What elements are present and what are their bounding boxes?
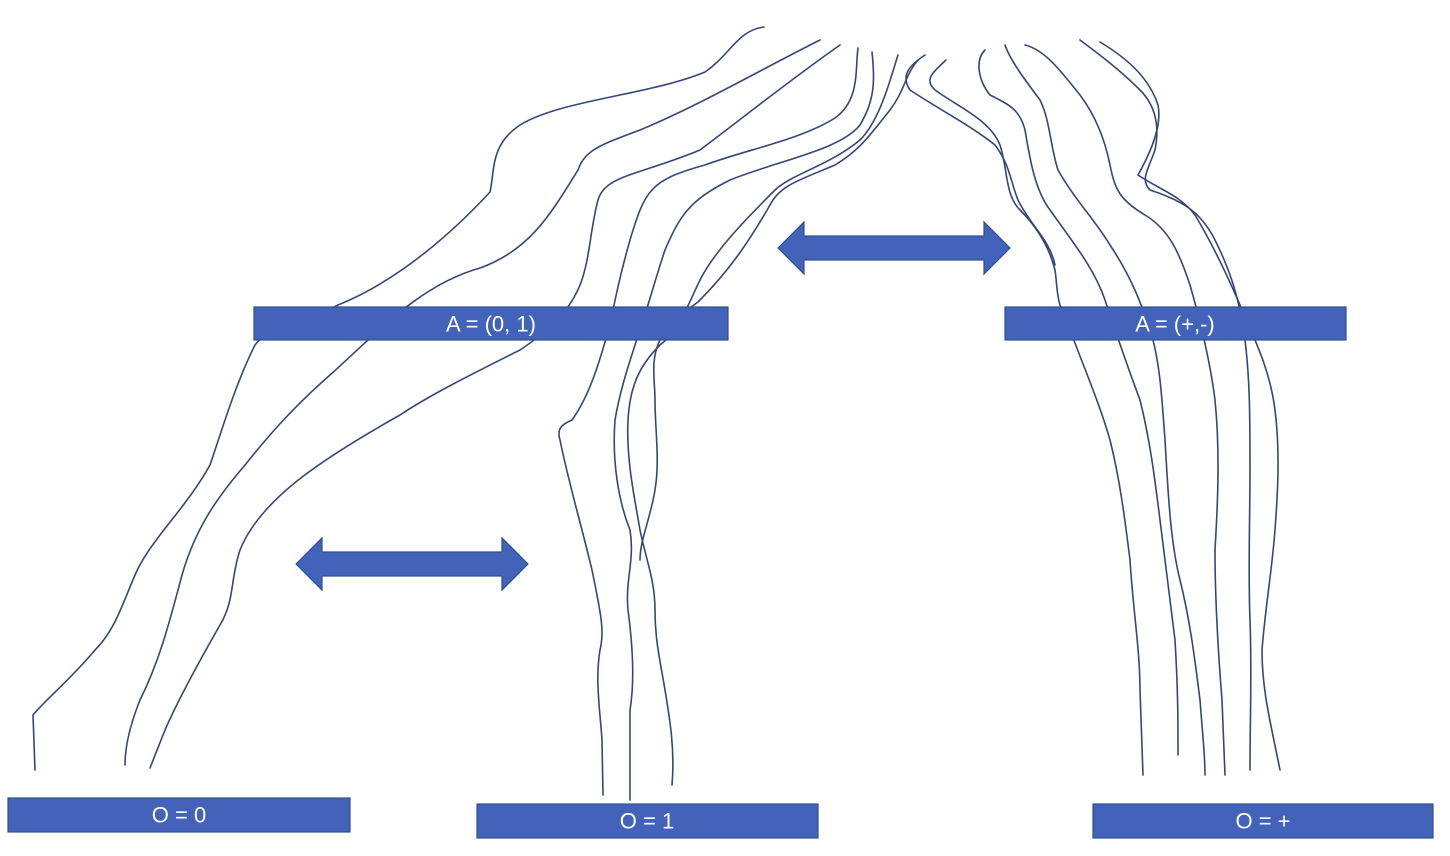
box-o-zero-rect bbox=[7, 797, 351, 833]
box-a-binary-rect bbox=[253, 306, 729, 341]
box-o-one: O = 1 bbox=[476, 803, 819, 839]
strand-r4 bbox=[1004, 44, 1206, 776]
box-o-plus: O = + bbox=[1092, 803, 1434, 839]
box-a-binary-label: A = (0, 1) bbox=[446, 312, 536, 337]
left-strand-bundle bbox=[32, 26, 919, 801]
box-a-sign-rect bbox=[1004, 306, 1347, 341]
box-a-sign-label: A = (+,-) bbox=[1135, 312, 1214, 337]
strand-l7 bbox=[639, 59, 919, 561]
strand-r6 bbox=[1079, 39, 1252, 771]
double-arrow-top bbox=[777, 220, 1011, 276]
strand-l6 bbox=[626, 54, 899, 786]
strand-l2 bbox=[124, 39, 821, 766]
box-o-one-rect bbox=[476, 803, 819, 839]
box-o-zero-label: O = 0 bbox=[152, 803, 206, 828]
box-a-binary: A = (0, 1) bbox=[253, 306, 729, 341]
strand-r1 bbox=[929, 59, 1144, 776]
strand-l5 bbox=[613, 51, 875, 801]
strand-l4 bbox=[558, 47, 859, 796]
right-strand-bundle bbox=[905, 39, 1281, 776]
double-arrow-bottom bbox=[295, 536, 529, 592]
box-o-zero: O = 0 bbox=[7, 797, 351, 833]
strand-r7 bbox=[1099, 41, 1281, 771]
box-o-plus-rect bbox=[1092, 803, 1434, 839]
strand-r5 bbox=[1024, 44, 1226, 776]
strand-r2 bbox=[905, 54, 1056, 266]
box-o-one-label: O = 1 bbox=[620, 809, 674, 834]
strand-l3 bbox=[149, 44, 841, 769]
box-o-plus-label: O = + bbox=[1235, 809, 1290, 834]
box-a-sign: A = (+,-) bbox=[1004, 306, 1347, 341]
